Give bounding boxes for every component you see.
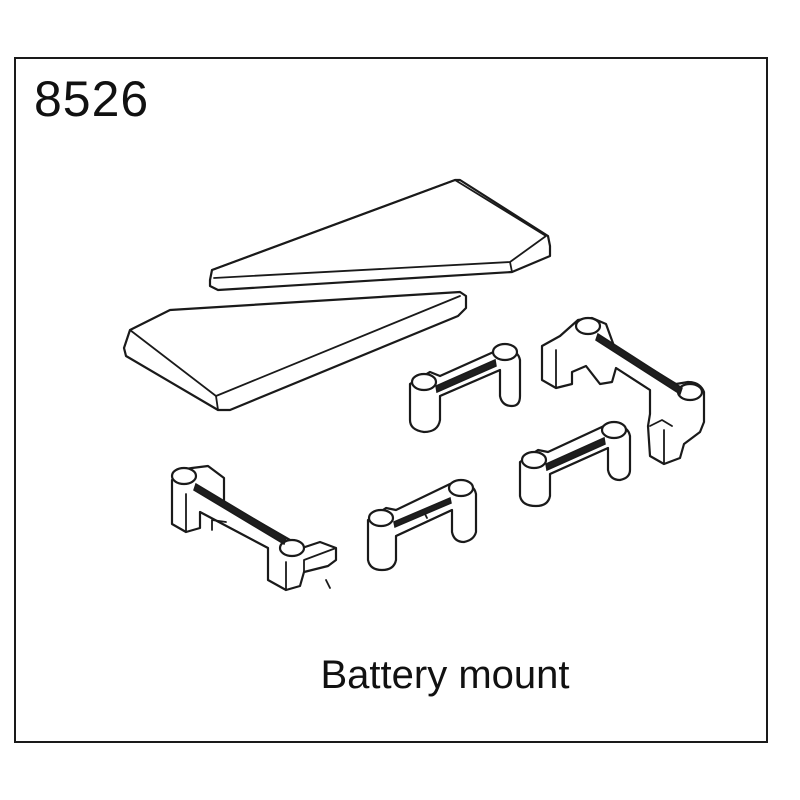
battery-post-3: [366, 478, 478, 572]
diagram-frame: [14, 57, 768, 743]
battery-plate-upper: [208, 178, 552, 292]
part-number: 8526: [34, 71, 150, 127]
battery-plate-lower: [122, 290, 468, 412]
battery-bracket-right: [540, 316, 706, 466]
battery-post-1: [408, 342, 522, 434]
battery-post-2: [518, 420, 632, 508]
battery-bracket-left: [170, 464, 338, 592]
diagram-caption: Battery mount: [320, 653, 570, 697]
